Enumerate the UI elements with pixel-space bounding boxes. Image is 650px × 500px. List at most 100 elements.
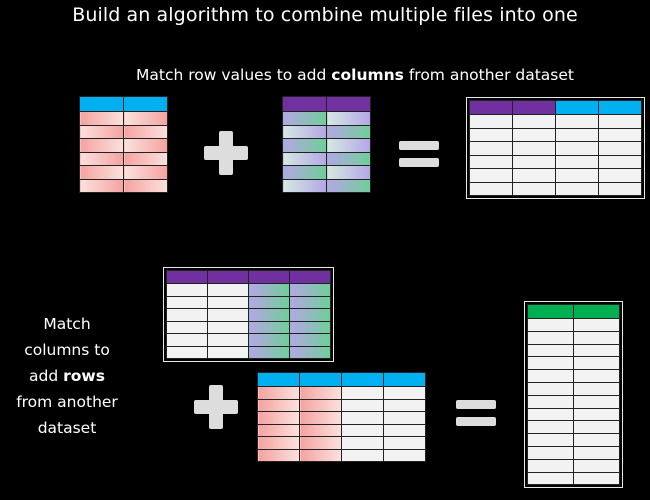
table-cell <box>598 114 642 129</box>
table-cell <box>555 114 599 129</box>
table-cell <box>299 411 342 425</box>
table-cell <box>573 445 620 460</box>
table-cell <box>527 369 574 383</box>
table-cell <box>166 333 208 347</box>
table-row <box>527 369 620 383</box>
table-row <box>469 127 642 142</box>
table-row <box>527 318 620 332</box>
table-header-row <box>79 96 168 112</box>
bottom-table-a <box>163 267 334 362</box>
table-cell <box>257 386 300 400</box>
table-cell <box>555 168 599 183</box>
table-cell <box>512 127 556 142</box>
table-row <box>527 445 620 460</box>
table-row <box>282 178 371 193</box>
table-row <box>527 356 620 371</box>
table-cell <box>469 141 513 156</box>
table-row <box>79 165 168 180</box>
table-cell <box>512 114 556 129</box>
table-cell <box>573 471 620 486</box>
table-cell <box>79 138 124 153</box>
table-cell <box>527 458 574 473</box>
table-cell <box>527 381 574 396</box>
table-header-row <box>469 100 642 115</box>
table-row <box>469 181 642 196</box>
table-row <box>282 111 371 126</box>
table-cell <box>257 423 300 437</box>
table-cell <box>326 138 371 153</box>
table-cell <box>166 320 208 334</box>
table-cell <box>527 471 574 486</box>
table-row <box>527 330 620 345</box>
table-cell <box>289 345 331 359</box>
table-cell <box>282 165 327 180</box>
header-cell <box>341 372 384 387</box>
table-cell <box>289 308 331 322</box>
table-cell <box>257 411 300 425</box>
table-cell <box>282 111 327 126</box>
table-cell <box>598 168 642 183</box>
table-cell <box>248 320 290 334</box>
equals-icon <box>399 141 439 169</box>
header-cell <box>326 96 371 112</box>
table-cell <box>469 127 513 142</box>
table-cell <box>573 420 620 435</box>
table-cell <box>512 168 556 183</box>
table-cell <box>79 178 124 193</box>
table-row <box>79 178 168 193</box>
header-cell <box>166 270 208 284</box>
table-cell <box>248 308 290 322</box>
table-cell <box>383 448 426 462</box>
table-cell <box>299 398 342 412</box>
table-cell <box>166 345 208 359</box>
table-cell <box>282 124 327 139</box>
table-cell <box>207 320 249 334</box>
table-cell <box>166 295 208 309</box>
header-cell <box>573 304 620 319</box>
table-cell <box>341 448 384 462</box>
table-cell <box>257 448 300 462</box>
table-row <box>282 138 371 153</box>
table-row <box>527 471 620 486</box>
table-cell <box>207 308 249 322</box>
table-cell <box>123 151 168 166</box>
table-header-row <box>527 304 620 319</box>
table-row <box>527 420 620 435</box>
page-title: Build an algorithm to combine multiple f… <box>72 4 578 26</box>
table-cell <box>207 295 249 309</box>
table-cell <box>573 433 620 447</box>
bottom-result-table <box>524 301 623 489</box>
header-cell <box>79 96 124 112</box>
top-table-a <box>79 96 168 193</box>
table-cell <box>341 386 384 400</box>
table-cell <box>469 154 513 169</box>
table-row <box>527 343 620 358</box>
header-cell <box>123 96 168 112</box>
table-row <box>469 141 642 156</box>
plus-icon <box>204 131 248 175</box>
table-cell <box>326 111 371 126</box>
table-row <box>527 394 620 409</box>
table-cell <box>527 343 574 358</box>
table-row <box>527 381 620 396</box>
table-cell <box>573 381 620 396</box>
top-table-b <box>282 96 371 193</box>
table-cell <box>527 407 574 422</box>
table-cell <box>555 141 599 156</box>
table-header-row <box>282 96 371 112</box>
table-cell <box>248 345 290 359</box>
table-cell <box>289 320 331 334</box>
table-cell <box>383 398 426 412</box>
table-cell <box>598 141 642 156</box>
table-row <box>257 411 426 425</box>
top-result-table <box>466 97 645 199</box>
table-cell <box>299 423 342 437</box>
table-row <box>282 165 371 180</box>
table-cell <box>383 436 426 450</box>
table-cell <box>299 448 342 462</box>
table-row <box>469 168 642 183</box>
table-cell <box>79 124 124 139</box>
top-section-caption: Match row values to add columns from ano… <box>136 66 574 84</box>
table-row <box>257 448 426 462</box>
table-cell <box>299 386 342 400</box>
